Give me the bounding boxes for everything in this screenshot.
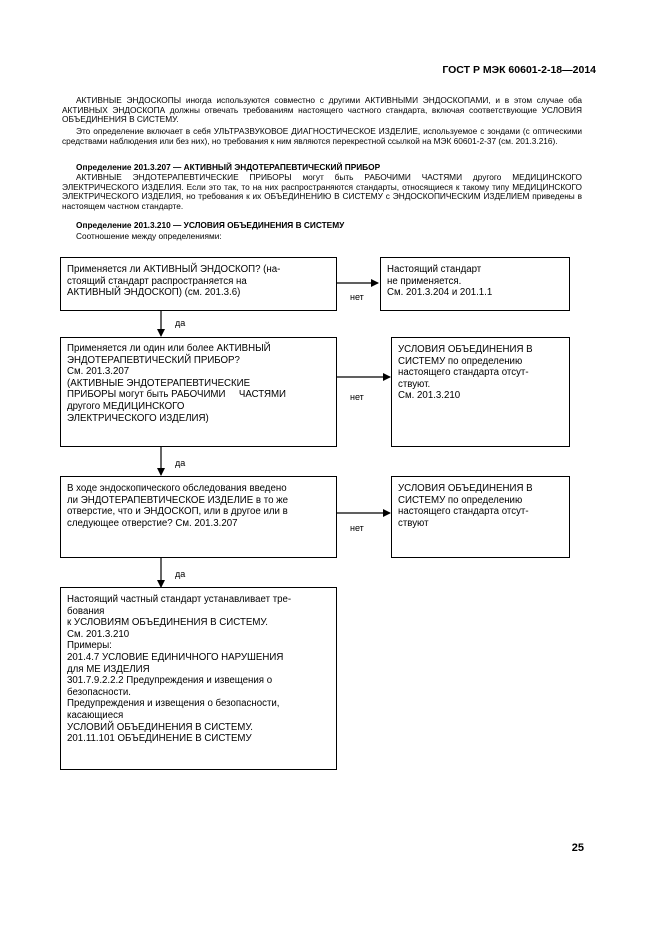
final-line: 201.4.7 УСЛОВИЕ ЕДИНИЧНОГО НАРУШЕНИЯ <box>67 651 284 663</box>
final-line: Настоящий частный стандарт устанавливает… <box>67 594 292 605</box>
q3-line: ли ЭНДОТЕРАПЕВТИЧЕСКОЕ ИЗДЕЛИЕ в то же <box>67 494 289 506</box>
final-line: См. 201.3.210 <box>67 628 130 640</box>
flowchart-label-yes: да <box>175 569 186 579</box>
flowchart-question-active-endoscope: Применяется ли АКТИВНЫЙ ЭНДОСКОП? (на- с… <box>60 257 337 311</box>
flowchart-label-yes: да <box>175 318 186 328</box>
r2-line: См. 201.3.210 <box>398 390 461 402</box>
q1-line: Применяется ли АКТИВНЫЙ ЭНДОСКОП? (на- <box>67 264 281 275</box>
q2-line: ЭНДОТЕРАПЕВТИЧЕСКИЙ ПРИБОР? <box>67 354 240 366</box>
flowchart-label-no: нет <box>350 392 364 402</box>
r1-line: не применяется. <box>387 275 462 287</box>
q1-line: стоящий стандарт распространяется на <box>67 275 247 287</box>
flowchart-final-system-requirements: Настоящий частный стандарт устанавливает… <box>60 587 337 770</box>
flowchart-result-no-system-conditions-2: УСЛОВИЯ ОБЪЕДИНЕНИЯ В СИСТЕМУ по определ… <box>391 476 570 558</box>
flowchart-label-yes: да <box>175 458 186 468</box>
final-line: Примеры: <box>67 640 112 652</box>
final-line: безопасности. <box>67 686 131 698</box>
final-line: Предупреждения и извещения о безопасност… <box>67 698 280 710</box>
document-header: ГОСТ Р МЭК 60601-2-18—2014 <box>442 64 596 76</box>
q3-line: В ходе эндоскопического обследования вве… <box>67 483 287 494</box>
q2-line: (АКТИВНЫЕ ЭНДОТЕРАПЕВТИЧЕСКИЕ <box>67 377 251 389</box>
flowchart-question-endotherapy-device: Применяется ли один или более АКТИВНЫЙ Э… <box>60 337 337 447</box>
flowchart-label-no: нет <box>350 292 364 302</box>
final-line: УСЛОВИЙ ОБЪЕДИНЕНИЯ В СИСТЕМУ. <box>67 721 253 733</box>
r3-line: СИСТЕМУ по определению <box>398 494 523 506</box>
final-line: 301.7.9.2.2.2 Предупреждения и извещения… <box>67 675 273 687</box>
r2-line: ствуют. <box>398 378 431 390</box>
definition-201-3-207-heading: Определение 201.3.207 — АКТИВНЫЙ ЭНДОТЕР… <box>76 162 381 172</box>
flowchart-result-standard-not-applicable: Настоящий стандарт не применяется. См. 2… <box>380 257 570 311</box>
q2-line: другого МЕДИЦИНСКОГО <box>67 400 185 412</box>
paragraph-ultrasound: Это определение включает в себя УЛЬТРАЗВ… <box>62 126 582 146</box>
q2-line: Применяется ли один или более АКТИВНЫЙ <box>67 343 271 354</box>
page-number: 25 <box>571 842 584 854</box>
definition-201-3-210-heading: Определение 201.3.210 — УСЛОВИЯ ОБЪЕДИНЕ… <box>76 220 345 230</box>
q2-line: ЭЛЕКТРИЧЕСКОГО ИЗДЕЛИЯ) <box>67 412 209 424</box>
q1-line: АКТИВНЫЙ ЭНДОСКОП) (см. 201.3.6) <box>67 287 241 299</box>
q2-line: ПРИБОРЫ могут быть РАБОЧИМИ ЧАСТЯМИ <box>67 389 287 401</box>
q3-line: отверстие, что и ЭНДОСКОП, или в другое … <box>67 506 288 518</box>
r3-line: ствуют <box>398 517 429 529</box>
q2-line: См. 201.3.207 <box>67 366 130 378</box>
final-line: бования <box>67 605 105 617</box>
r3-line: настоящего стандарта отсут- <box>398 506 529 518</box>
r3-line: УСЛОВИЯ ОБЪЕДИНЕНИЯ В <box>398 483 533 494</box>
final-line: к УСЛОВИЯМ ОБЪЕДИНЕНИЯ В СИСТЕМУ. <box>67 617 268 629</box>
paragraph-active-endoscopes: АКТИВНЫЕ ЭНДОСКОПЫ иногда используются с… <box>62 95 582 125</box>
flowchart-result-no-system-conditions-1: УСЛОВИЯ ОБЪЕДИНЕНИЯ В СИСТЕМУ по определ… <box>391 337 570 447</box>
r2-line: СИСТЕМУ по определению <box>398 355 523 367</box>
q3-line: следующее отверстие? См. 201.3.207 <box>67 517 238 529</box>
final-line: 201.11.101 ОБЪЕДИНЕНИЕ В СИСТЕМУ <box>67 733 252 745</box>
paragraph-relation-intro: Соотношение между определениями: <box>76 231 222 241</box>
paragraph-endotherapy-devices: АКТИВНЫЕ ЭНДОТЕРАПЕВТИЧЕСКИЕ ПРИБОРЫ мог… <box>62 172 582 211</box>
final-line: касающиеся <box>67 709 124 721</box>
flowchart-label-no: нет <box>350 523 364 533</box>
r2-line: УСЛОВИЯ ОБЪЕДИНЕНИЯ В <box>398 344 533 355</box>
r2-line: настоящего стандарта отсут- <box>398 367 529 379</box>
flowchart-question-same-opening: В ходе эндоскопического обследования вве… <box>60 476 337 558</box>
r1-line: Настоящий стандарт <box>387 264 482 275</box>
final-line: для МЕ ИЗДЕЛИЯ <box>67 663 150 675</box>
r1-line: См. 201.3.204 и 201.1.1 <box>387 287 493 299</box>
